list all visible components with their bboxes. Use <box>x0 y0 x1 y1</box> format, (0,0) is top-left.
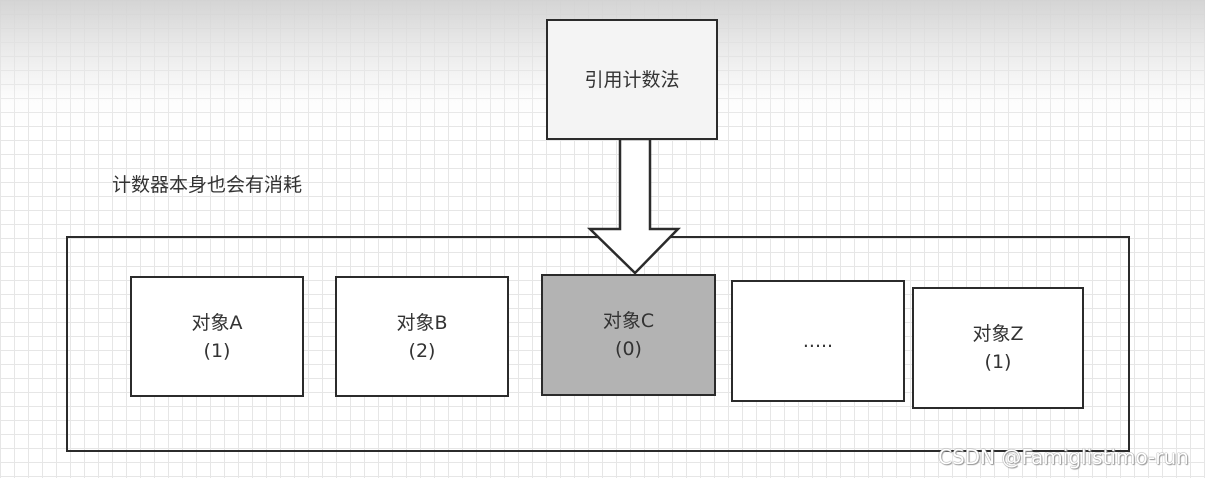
watermark: CSDN @Famiglistimo-run <box>938 445 1189 469</box>
object-z-box: 对象Z (1) <box>912 287 1084 409</box>
object-c-box: 对象C (0) <box>541 274 716 396</box>
object-a-box: 对象A (1) <box>130 276 304 397</box>
ellipsis-label: ..... <box>802 330 834 352</box>
object-c-name: 对象C <box>602 310 655 332</box>
object-a-count: (1) <box>203 339 231 362</box>
method-title-box: 引用计数法 <box>546 19 718 140</box>
ellipsis-box: ..... <box>731 280 905 402</box>
object-b-name: 对象B <box>396 311 448 334</box>
object-z-name: 对象Z <box>972 323 1024 345</box>
object-b-count: (2) <box>408 339 436 362</box>
object-a-name: 对象A <box>191 311 243 334</box>
object-z-count: (1) <box>984 351 1012 373</box>
down-arrow-icon <box>586 138 681 275</box>
counter-cost-note: 计数器本身也会有消耗 <box>112 174 303 196</box>
object-c-count: (0) <box>615 338 642 360</box>
object-b-box: 对象B (2) <box>335 276 509 397</box>
method-title: 引用计数法 <box>584 68 680 91</box>
